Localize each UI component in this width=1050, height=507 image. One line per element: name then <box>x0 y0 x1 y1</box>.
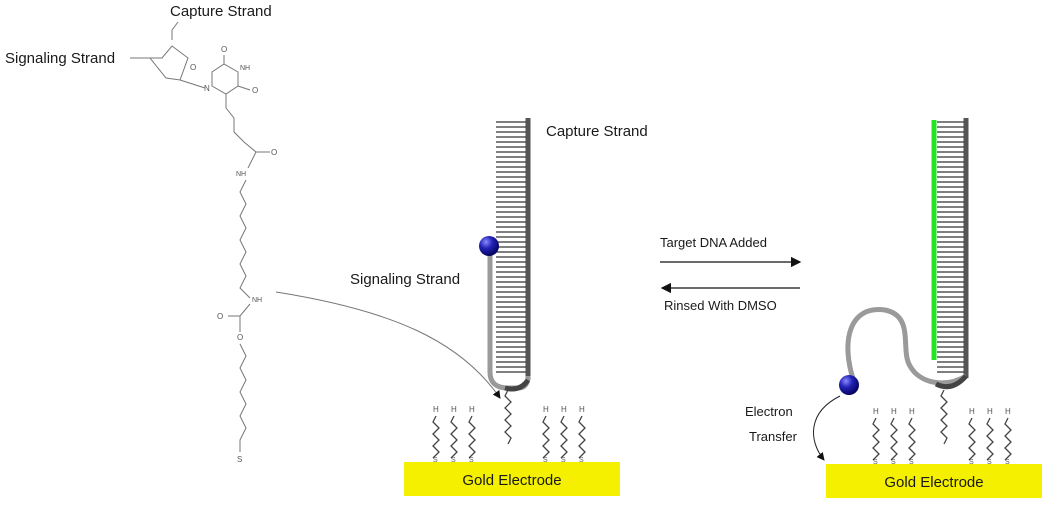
sam-right-chain-5 <box>1004 417 1012 461</box>
capture-strand-base-pairs-right <box>937 121 964 373</box>
structure-to-linker-arrow <box>275 291 501 399</box>
sam-left-chain-2 <box>468 415 476 459</box>
sam-left-sulfur-0: S <box>433 457 438 464</box>
anchor-linker-right <box>940 389 948 445</box>
sam-right-sulfur-1: S <box>891 459 896 466</box>
capture-strand-label-top: Capture Strand <box>170 3 272 20</box>
glycosidic-bond <box>179 79 206 89</box>
c2-oxygen: O <box>221 45 227 54</box>
alkyl-chain-lower <box>239 343 247 452</box>
sam-left-sulfur-4: S <box>561 457 566 464</box>
chemical-structure: Capture Strand Signaling Strand O N O NH… <box>5 3 277 464</box>
capture-strand-label-mid: Capture Strand <box>546 123 648 140</box>
sam-right-chain-1 <box>890 417 898 461</box>
c4-oxygen: O <box>252 86 258 95</box>
released-signaling-strand <box>845 307 968 386</box>
sam-right-chain-2 <box>908 417 916 461</box>
sam-right-chain-0 <box>872 417 880 461</box>
amide-oxygen: O <box>271 148 277 157</box>
monolayer-right: H S H S H S H S H S H S <box>872 407 1012 466</box>
alkene-linker <box>225 94 257 153</box>
sugar-oxygen: O <box>190 63 196 72</box>
electron-label-line2: Transfer <box>749 429 798 444</box>
signaling-strand-label-top: Signaling Strand <box>5 50 115 67</box>
c4-carbonyl-bond <box>237 85 251 91</box>
redox-label-sphere-right <box>839 375 859 395</box>
sam-left-sulfur-5: S <box>579 457 584 464</box>
electron-transfer-arrow <box>813 395 841 461</box>
anchor-linker <box>504 389 512 445</box>
signaling-strand-label-mid: Signaling Strand <box>350 271 460 288</box>
carbamate-carbonyl <box>228 303 251 317</box>
carbamate-oxygen-b: O <box>237 333 243 342</box>
sam-right-chain-4 <box>986 417 994 461</box>
amide-bond <box>247 151 257 169</box>
sam-left-hydroxyl-0: H <box>433 405 439 414</box>
amide-nh: NH <box>236 171 246 178</box>
sam-right-hydroxyl-3: H <box>969 407 975 416</box>
n3-hydrogen: NH <box>240 65 250 72</box>
sam-left-chain-5 <box>578 415 586 459</box>
sam-left-sulfur-1: S <box>451 457 456 464</box>
gold-electrode-right <box>826 464 1042 498</box>
hairpin-loop-right <box>934 374 968 390</box>
sam-left-chain-0 <box>432 415 440 459</box>
carbamate-nh: NH <box>252 297 262 304</box>
pyrimidine-ring <box>211 63 239 95</box>
sam-right-sulfur-4: S <box>987 459 992 466</box>
monolayer-left: H S H S H S H S H S H S <box>432 405 586 464</box>
sam-left-hydroxyl-1: H <box>451 405 457 414</box>
sam-right-hydroxyl-5: H <box>1005 407 1011 416</box>
hairpin-loop <box>504 378 531 392</box>
sugar-ring <box>148 45 189 81</box>
gold-electrode-left-label: Gold Electrode <box>462 472 561 489</box>
sam-left-sulfur-2: S <box>469 457 474 464</box>
alkyl-chain-upper <box>239 179 251 299</box>
base-nitrogen: N <box>204 84 210 93</box>
thiol-sulfur: S <box>237 455 242 464</box>
sam-right-sulfur-2: S <box>909 459 914 466</box>
rinsed-label: Rinsed With DMSO <box>664 298 777 313</box>
sam-left-hydroxyl-3: H <box>543 405 549 414</box>
sam-right-hydroxyl-2: H <box>909 407 915 416</box>
sam-right-chain-3 <box>968 417 976 461</box>
carbamate-oxygen-a: O <box>217 312 223 321</box>
sensor-after-target: H S H S H S H S H S H S Electron Transfer Gold Elec… <box>745 118 1042 498</box>
sam-right-hydroxyl-0: H <box>873 407 879 416</box>
equilibrium-arrows: Target DNA Added Rinsed With DMSO <box>660 235 802 313</box>
sam-left-chain-1 <box>450 415 458 459</box>
sam-left-hydroxyl-4: H <box>561 405 567 414</box>
sam-right-hydroxyl-4: H <box>987 407 993 416</box>
sam-left-sulfur-3: S <box>543 457 548 464</box>
capture-strand-base-pairs <box>496 121 526 373</box>
electron-label-line1: Electron <box>745 404 793 419</box>
gold-electrode-right-label: Gold Electrode <box>884 474 983 491</box>
sam-left-hydroxyl-2: H <box>469 405 475 414</box>
sam-right-sulfur-0: S <box>873 459 878 466</box>
sam-right-hydroxyl-1: H <box>891 407 897 416</box>
sam-left-hydroxyl-5: H <box>579 405 585 414</box>
sensor-before-target: Capture Strand Signaling Strand H S H S H S H S… <box>350 118 648 496</box>
sam-right-sulfur-3: S <box>969 459 974 466</box>
gold-electrode-left <box>404 462 620 496</box>
target-added-label: Target DNA Added <box>660 235 767 250</box>
sam-left-chain-4 <box>560 415 568 459</box>
sam-right-sulfur-5: S <box>1005 459 1010 466</box>
capture-strand-leader-line <box>171 21 179 40</box>
sam-left-chain-3 <box>542 415 550 459</box>
redox-label-sphere <box>479 236 499 256</box>
